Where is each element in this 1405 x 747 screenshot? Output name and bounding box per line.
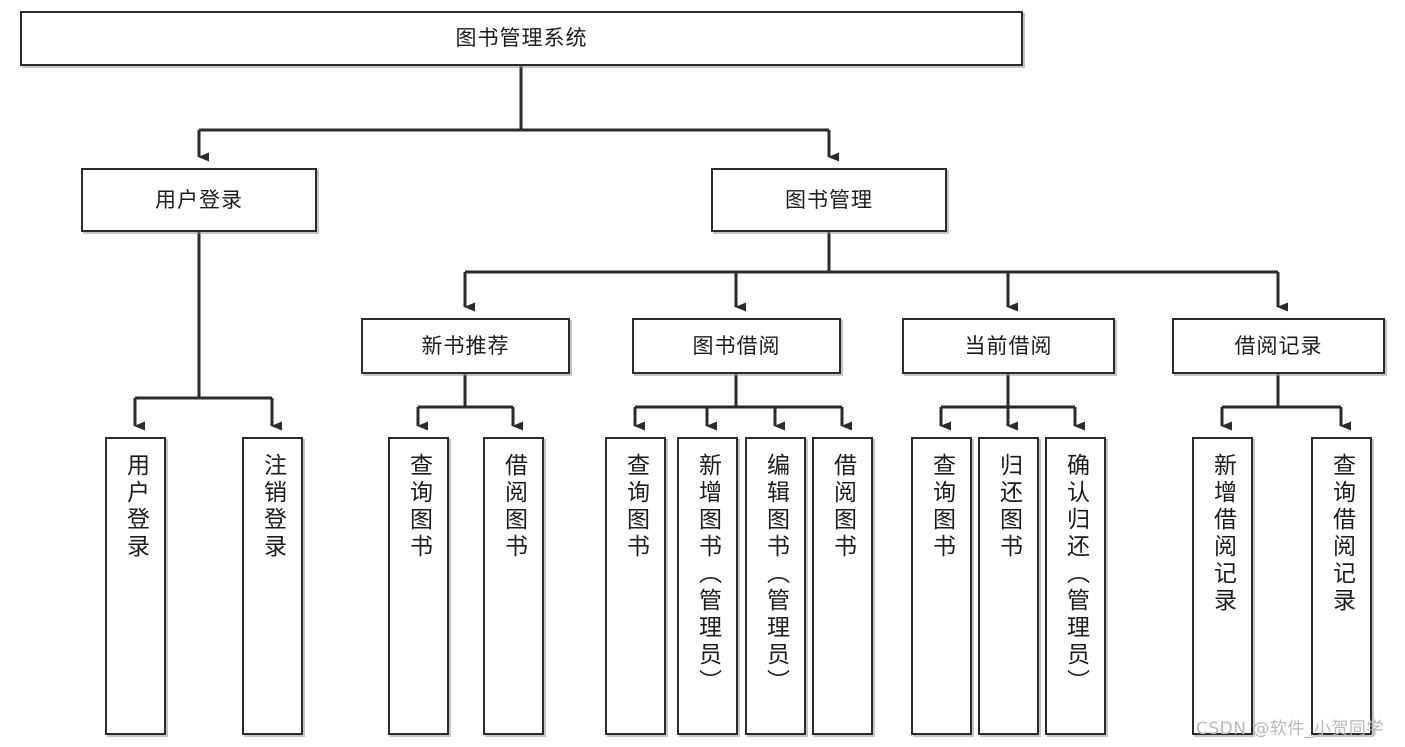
node-user-login[interactable]: 用户登录	[81, 168, 317, 232]
node-book-borrow[interactable]: 图书借阅	[632, 318, 841, 374]
node-leaf-query-book-borrow[interactable]: 查询图书	[605, 437, 666, 735]
node-leaf-query-book-recommend-label: 查询图书	[405, 453, 432, 561]
node-current-borrow[interactable]: 当前借阅	[902, 318, 1115, 374]
node-book-management[interactable]: 图书管理	[711, 168, 947, 232]
node-book-borrow-label: 图书借阅	[692, 333, 781, 358]
node-borrow-record[interactable]: 借阅记录	[1172, 318, 1385, 374]
node-root[interactable]: 图书管理系统	[20, 11, 1023, 66]
node-book-management-label: 图书管理	[785, 187, 873, 212]
node-leaf-add-book-admin-label: 新增图书（管理员）	[694, 453, 721, 696]
node-leaf-add-borrow-record[interactable]: 新增借阅记录	[1192, 437, 1253, 735]
node-leaf-borrow-book-recommend-label: 借阅图书	[500, 453, 527, 561]
node-leaf-confirm-return-admin[interactable]: 确认归还（管理员）	[1045, 437, 1106, 735]
node-user-login-label: 用户登录	[155, 187, 243, 212]
node-leaf-query-book-recommend[interactable]: 查询图书	[388, 437, 449, 735]
node-new-book-recommend-label: 新书推荐	[421, 333, 510, 358]
csdn-watermark: CSDN @软件_小贺同学	[1196, 719, 1384, 739]
node-leaf-return-book[interactable]: 归还图书	[978, 437, 1039, 735]
node-leaf-query-borrow-record[interactable]: 查询借阅记录	[1311, 437, 1372, 735]
node-new-book-recommend[interactable]: 新书推荐	[361, 318, 570, 374]
node-leaf-logout-label: 注销登录	[259, 453, 286, 561]
node-leaf-user-login-label: 用户登录	[122, 453, 149, 561]
node-leaf-user-login[interactable]: 用户登录	[105, 437, 166, 735]
node-leaf-return-book-label: 归还图书	[995, 453, 1022, 561]
node-leaf-query-borrow-record-label: 查询借阅记录	[1328, 453, 1355, 615]
node-leaf-query-book-current-label: 查询图书	[928, 453, 955, 561]
node-leaf-query-book-borrow-label: 查询图书	[622, 453, 649, 561]
node-leaf-add-borrow-record-label: 新增借阅记录	[1209, 453, 1236, 615]
node-leaf-query-book-current[interactable]: 查询图书	[911, 437, 972, 735]
node-current-borrow-label: 当前借阅	[964, 333, 1053, 358]
node-leaf-edit-book-admin-label: 编辑图书（管理员）	[762, 453, 789, 696]
node-leaf-confirm-return-admin-label: 确认归还（管理员）	[1062, 453, 1089, 696]
node-leaf-logout[interactable]: 注销登录	[242, 437, 303, 735]
node-root-label: 图书管理系统	[455, 26, 588, 51]
node-borrow-record-label: 借阅记录	[1234, 333, 1323, 358]
node-leaf-borrow-book-borrow[interactable]: 借阅图书	[812, 437, 873, 735]
node-leaf-edit-book-admin[interactable]: 编辑图书（管理员）	[745, 437, 806, 735]
node-leaf-borrow-book-recommend[interactable]: 借阅图书	[483, 437, 544, 735]
node-leaf-add-book-admin[interactable]: 新增图书（管理员）	[677, 437, 738, 735]
node-leaf-borrow-book-borrow-label: 借阅图书	[829, 453, 856, 561]
